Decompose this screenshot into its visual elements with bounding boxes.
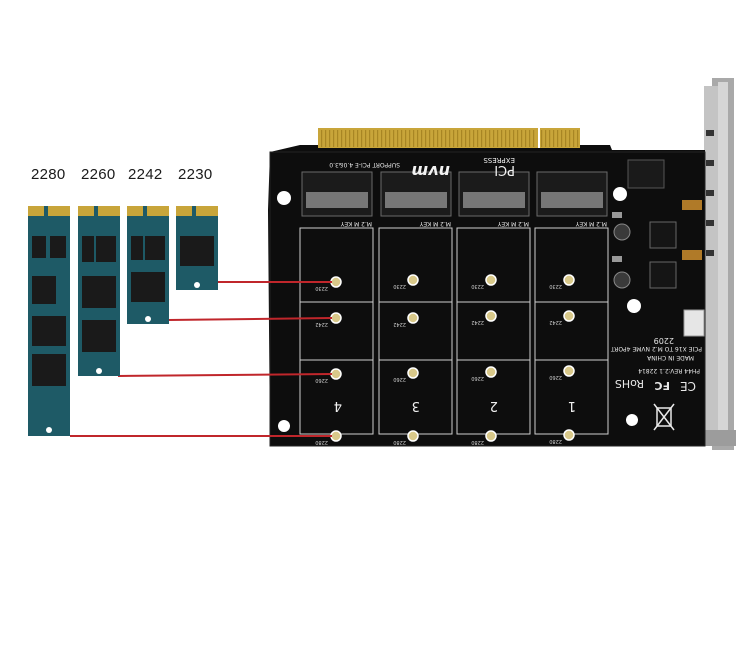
- hole-label-2280: 2280: [315, 439, 328, 445]
- origin-text: MADE IN CHINA: [646, 354, 694, 361]
- hole-label-2260: 2260: [315, 377, 328, 383]
- size-label-2230: 2230: [178, 166, 213, 183]
- m2-slot-outlines: [299, 227, 609, 435]
- standoff-holes: [330, 274, 575, 442]
- ssd-2280: [28, 206, 70, 436]
- hole-label-2242: 2242: [471, 319, 484, 325]
- slot-number-3: 3: [412, 398, 420, 413]
- date-code-text: 2209: [654, 336, 674, 345]
- pcie-support-text: SUPPORT PCI-E 4.0&3.0: [329, 161, 400, 168]
- size-label-2242: 2242: [128, 166, 163, 183]
- ssd-2260: [78, 206, 120, 376]
- hole-label-2260: 2260: [393, 376, 406, 382]
- pcie-bracket: [700, 78, 736, 450]
- hole-label-2260: 2260: [471, 375, 484, 381]
- hole-label-2280: 2280: [393, 439, 406, 445]
- hole-label-2242: 2242: [549, 319, 562, 325]
- hole-label-2230: 2230: [393, 283, 406, 289]
- brand-pci-logo: PCI: [494, 162, 515, 177]
- ssd-2242: [127, 206, 169, 324]
- size-indicator-lines: [70, 281, 333, 437]
- slot-key-label: M.2 M KEY: [497, 220, 529, 227]
- slot-number-2: 2: [490, 398, 498, 413]
- rohs-mark: RoHS: [615, 377, 644, 390]
- slot-number-4: 4: [334, 398, 342, 413]
- size-label-2280: 2280: [31, 166, 66, 183]
- hole-label-2242: 2242: [393, 321, 406, 327]
- hole-label-2242: 2242: [315, 321, 328, 327]
- description-text: PCIE X16 TO M.2 NVME 4PORT: [611, 345, 702, 352]
- hole-label-2280: 2280: [471, 439, 484, 445]
- slot-key-label: M.2 M KEY: [340, 220, 372, 227]
- weee-bin-icon: [653, 403, 675, 431]
- slot-key-label: M.2 M KEY: [575, 220, 607, 227]
- ce-mark: CE: [680, 379, 696, 393]
- power-components: [612, 159, 705, 337]
- hole-label-2230: 2230: [549, 283, 562, 289]
- fc-mark: FC: [654, 379, 670, 392]
- hole-label-2230: 2230: [315, 285, 328, 291]
- slot-number-1: 1: [568, 398, 576, 413]
- brand-express-text: EXPRESS: [483, 156, 515, 164]
- pcb-board: [268, 145, 705, 446]
- hole-label-2260: 2260: [549, 374, 562, 380]
- brand-nvme-logo: nvm: [412, 162, 451, 181]
- ssd-2230: [176, 206, 218, 290]
- size-label-2260: 2260: [81, 166, 116, 183]
- model-text: PH44 REV:2.1 22814: [638, 367, 700, 374]
- hole-label-2280: 2280: [549, 438, 562, 444]
- m2-connectors: [301, 171, 608, 217]
- pcie-edge-connector: [318, 128, 580, 148]
- slot-key-label: M.2 M KEY: [419, 220, 451, 227]
- hole-label-2230: 2230: [471, 283, 484, 289]
